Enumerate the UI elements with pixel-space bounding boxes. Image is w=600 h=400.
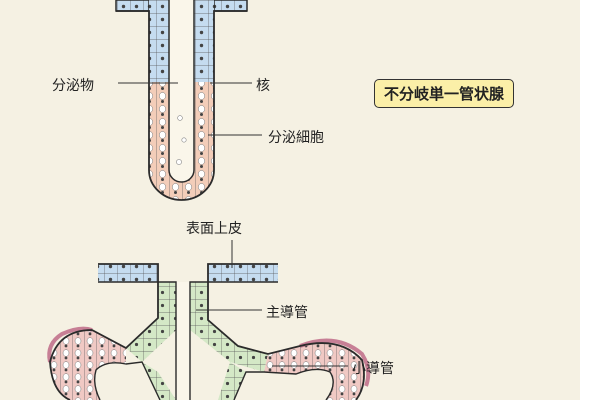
secretory-wall-left: [149, 82, 169, 170]
duct-wall-left-blue: [149, 0, 169, 82]
leader-lines-lower: [196, 240, 348, 367]
acinus-right: [264, 343, 364, 400]
surface-epithelium-lower-right: [208, 264, 278, 282]
secretory-wall-right: [194, 82, 214, 170]
gland-lumen: [169, 0, 194, 170]
page-edge: [580, 0, 600, 400]
main-duct-right: [190, 282, 268, 372]
label-secretion: 分泌物: [52, 78, 94, 94]
secretory-bottom: [149, 170, 214, 201]
surface-epithelium-right-top: [213, 0, 248, 12]
label-secretory-cell: 分泌細胞: [268, 130, 324, 146]
label-surface-epithelium: 表面上皮: [186, 221, 242, 237]
label-main-duct: 主導管: [266, 305, 308, 321]
label-small-duct: 小導管: [352, 361, 394, 377]
leader-lines-upper: [118, 82, 262, 136]
gland-type-badge: 不分岐単一管状腺: [374, 79, 515, 108]
compound-gland: [47, 263, 371, 400]
label-nucleus: 核: [256, 78, 270, 94]
main-duct-left: [126, 282, 176, 362]
simple-tubular-gland: [115, 0, 248, 201]
surface-epithelium-left-top: [115, 0, 150, 12]
acinus-left: [50, 330, 126, 400]
duct-wall-right-blue: [194, 0, 214, 82]
surface-epithelium-lower-left: [98, 264, 158, 282]
